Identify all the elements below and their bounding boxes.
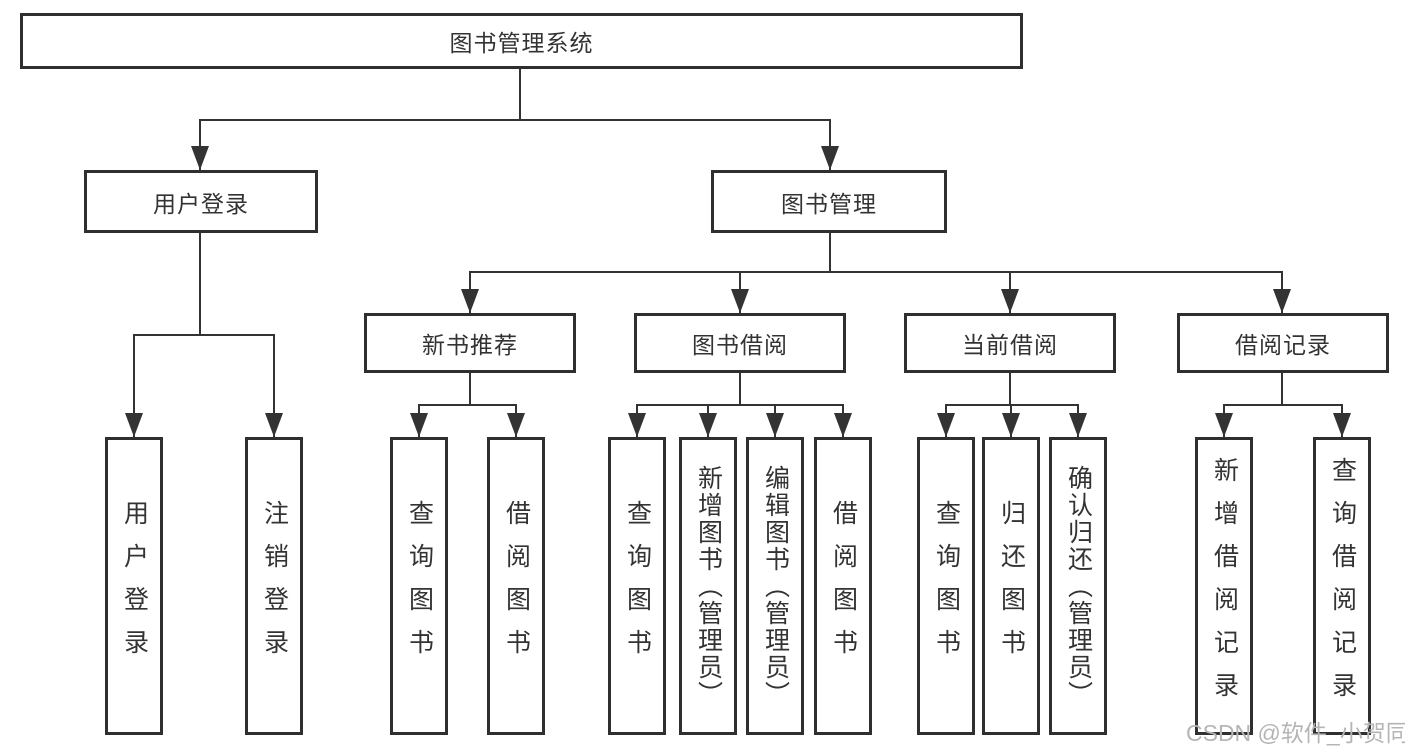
connector-book-borrow-stem [739,373,741,405]
arrow-down-to-leaf-edit-books-admin [766,404,784,437]
arrow-down-to-leaf-query-books-recommend [410,404,428,437]
arrow-down-to-leaf-query-books-borrow [628,404,646,437]
connector-user-login-bar [133,334,275,336]
connector-current-borrow-bar [945,404,1079,406]
leaf-borrow-books: 借阅图书 [814,437,872,735]
node-user-login-label: 用户登录 [153,190,249,217]
leaf-user-login: 用户登录 [105,437,163,735]
connector-borrow-records-stem [1281,373,1283,405]
node-user-login: 用户登录 [84,170,318,233]
leaf-add-borrow-record-label: 新增借阅记录 [1210,457,1239,715]
node-book-management: 图书管理 [711,170,947,233]
leaf-query-books-recommend: 查询图书 [390,437,448,735]
node-new-book-recommend: 新书推荐 [364,313,576,373]
node-borrow-records: 借阅记录 [1177,313,1389,373]
leaf-add-books-admin: 新增图书（管理员） [679,437,737,735]
leaf-logout: 注销登录 [245,437,303,735]
connector-level2-bar [199,119,831,121]
arrow-down-to-book-management [821,119,839,170]
arrow-down-to-borrow-records [1273,271,1291,313]
connector-current-borrow-stem [1009,373,1011,405]
arrow-down-to-new-book-recommend [461,271,479,313]
leaf-borrow-books-label: 借阅图书 [829,500,858,672]
arrow-down-to-leaf-return-books [1002,404,1020,437]
leaf-query-books-borrow-label: 查询图书 [623,500,652,672]
node-borrow-records-label: 借阅记录 [1235,332,1331,358]
node-book-borrow-label: 图书借阅 [692,332,788,358]
node-root: 图书管理系统 [20,13,1023,69]
connector-book-management-stem [829,233,831,272]
leaf-borrow-books-recommend: 借阅图书 [487,437,545,735]
leaf-query-books-current: 查询图书 [917,437,975,735]
leaf-edit-books-admin-label: 编辑图书（管理员） [761,464,790,708]
arrow-down-to-book-borrow [731,271,749,313]
arrow-down-to-leaf-add-borrow-record [1215,404,1233,437]
leaf-add-borrow-record: 新增借阅记录 [1195,437,1253,735]
node-current-borrow-label: 当前借阅 [962,332,1058,358]
leaf-borrow-books-recommend-label: 借阅图书 [502,500,531,672]
node-root-label: 图书管理系统 [449,30,594,56]
arrow-down-to-leaf-logout [265,334,283,437]
node-current-borrow: 当前借阅 [904,313,1116,373]
arrow-down-to-leaf-add-books-admin [699,404,717,437]
connector-book-borrow-bar [636,404,843,406]
connector-new-book-recommend-stem [469,373,471,405]
leaf-add-books-admin-label: 新增图书（管理员） [694,464,723,708]
watermark: CSDN @软件_小贺同学 [1186,720,1405,746]
connector-new-book-recommend-bar [418,404,517,406]
leaf-edit-books-admin: 编辑图书（管理员） [746,437,804,735]
leaf-confirm-return-admin: 确认归还（管理员） [1049,437,1107,735]
node-book-management-label: 图书管理 [781,190,877,217]
leaf-query-books-recommend-label: 查询图书 [405,500,434,672]
leaf-query-books-current-label: 查询图书 [932,500,961,672]
arrow-down-to-leaf-query-books-current [937,404,955,437]
leaf-query-borrow-record-label: 查询借阅记录 [1328,457,1357,715]
node-new-book-recommend-label: 新书推荐 [422,332,518,358]
leaf-logout-label: 注销登录 [260,500,289,672]
connector-borrow-records-bar [1223,404,1343,406]
leaf-return-books-label: 归还图书 [997,500,1026,672]
arrow-down-to-current-borrow [1001,271,1019,313]
arrow-down-to-leaf-borrow-books [834,404,852,437]
arrow-down-to-leaf-query-borrow-record [1333,404,1351,437]
connector-root-stem [519,69,521,120]
leaf-query-books-borrow: 查询图书 [608,437,666,735]
connector-level3-bar [469,271,1283,273]
arrow-down-to-leaf-confirm-return-admin [1069,404,1087,437]
arrow-down-to-leaf-borrow-books-recommend [507,404,525,437]
leaf-return-books: 归还图书 [982,437,1040,735]
arrow-down-to-user-login [191,119,209,170]
leaf-confirm-return-admin-label: 确认归还（管理员） [1064,464,1093,708]
leaf-user-login-label: 用户登录 [120,500,149,672]
connector-user-login-stem [199,233,201,335]
arrow-down-to-leaf-user-login [125,334,143,437]
node-book-borrow: 图书借阅 [634,313,846,373]
leaf-query-borrow-record: 查询借阅记录 [1313,437,1371,735]
